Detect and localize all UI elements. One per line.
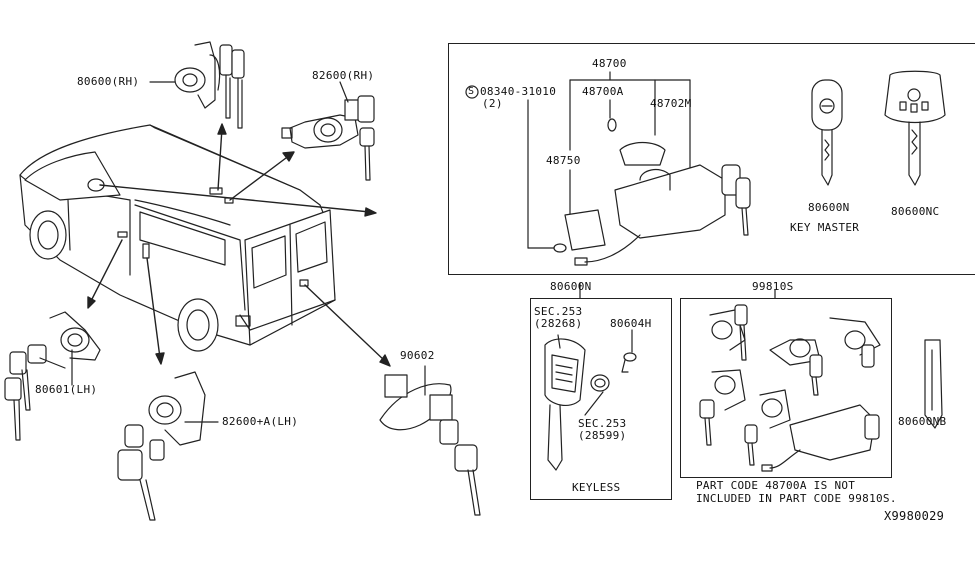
s-symbol-circle: [465, 85, 479, 99]
sec-253-code-a: (28268): [534, 317, 583, 330]
part-label-80600n-key: 80600N: [808, 201, 850, 214]
part-label-48702m: 48702M: [650, 97, 692, 110]
part-label-80600-rh: 80600(RH): [77, 75, 140, 88]
part-label-90602: 90602: [400, 349, 435, 362]
door-lock-82600-rh: [281, 95, 375, 181]
part-label-48750: 48750: [546, 154, 581, 167]
back-door-lock: [379, 374, 481, 516]
part-label-99810s: 99810S: [752, 280, 794, 293]
part-label-48700: 48700: [592, 57, 627, 70]
keyless-parts-box: [530, 298, 672, 500]
door-lock-82600a-lh: [117, 371, 206, 521]
ignition-assembly: [527, 71, 751, 266]
part-label-08340-qty: (2): [482, 97, 503, 110]
key-master-key: [811, 79, 843, 186]
s-symbol: S: [468, 86, 475, 97]
part-label-48700a: 48700A: [582, 85, 624, 98]
keyless-remote: [544, 338, 586, 471]
note-line-2: INCLUDED IN PART CODE 99810S.: [696, 492, 897, 505]
intelligent-key-fob: [884, 70, 946, 186]
sec-253-label-b: SEC.253: [578, 417, 627, 430]
part-label-80600nb: 80600NB: [898, 415, 947, 428]
part-label-08340: 08340-31010: [480, 85, 557, 98]
part-label-80600nc: 80600NC: [891, 205, 940, 218]
part-label-80600n-keyless: 80600N: [550, 280, 592, 293]
note-line-1: PART CODE 48700A IS NOT: [696, 479, 856, 492]
key-master-label: KEY MASTER: [790, 221, 860, 234]
lock-set-box: [680, 298, 892, 478]
door-lock-rh: [174, 41, 245, 129]
door-lock-lh: [4, 311, 101, 441]
keyless-label: KEYLESS: [572, 481, 621, 494]
part-label-80601-lh: 80601(LH): [35, 383, 98, 396]
key-screw: [621, 352, 637, 373]
part-label-80604h: 80604H: [610, 317, 652, 330]
blank-key: [924, 339, 943, 429]
callout-arrows: [87, 123, 391, 367]
part-label-82600a-lh: 82600+A(LH): [222, 415, 299, 428]
ignition-parts-box: [448, 43, 975, 275]
lock-set-kit: [699, 304, 881, 472]
part-label-82600-rh: 82600(RH): [312, 69, 375, 82]
sec-253-code-b: (28599): [578, 429, 627, 442]
diagram-code: X9980029: [884, 509, 945, 523]
sec-253-label-a: SEC.253: [534, 305, 583, 318]
key-battery: [590, 374, 610, 392]
